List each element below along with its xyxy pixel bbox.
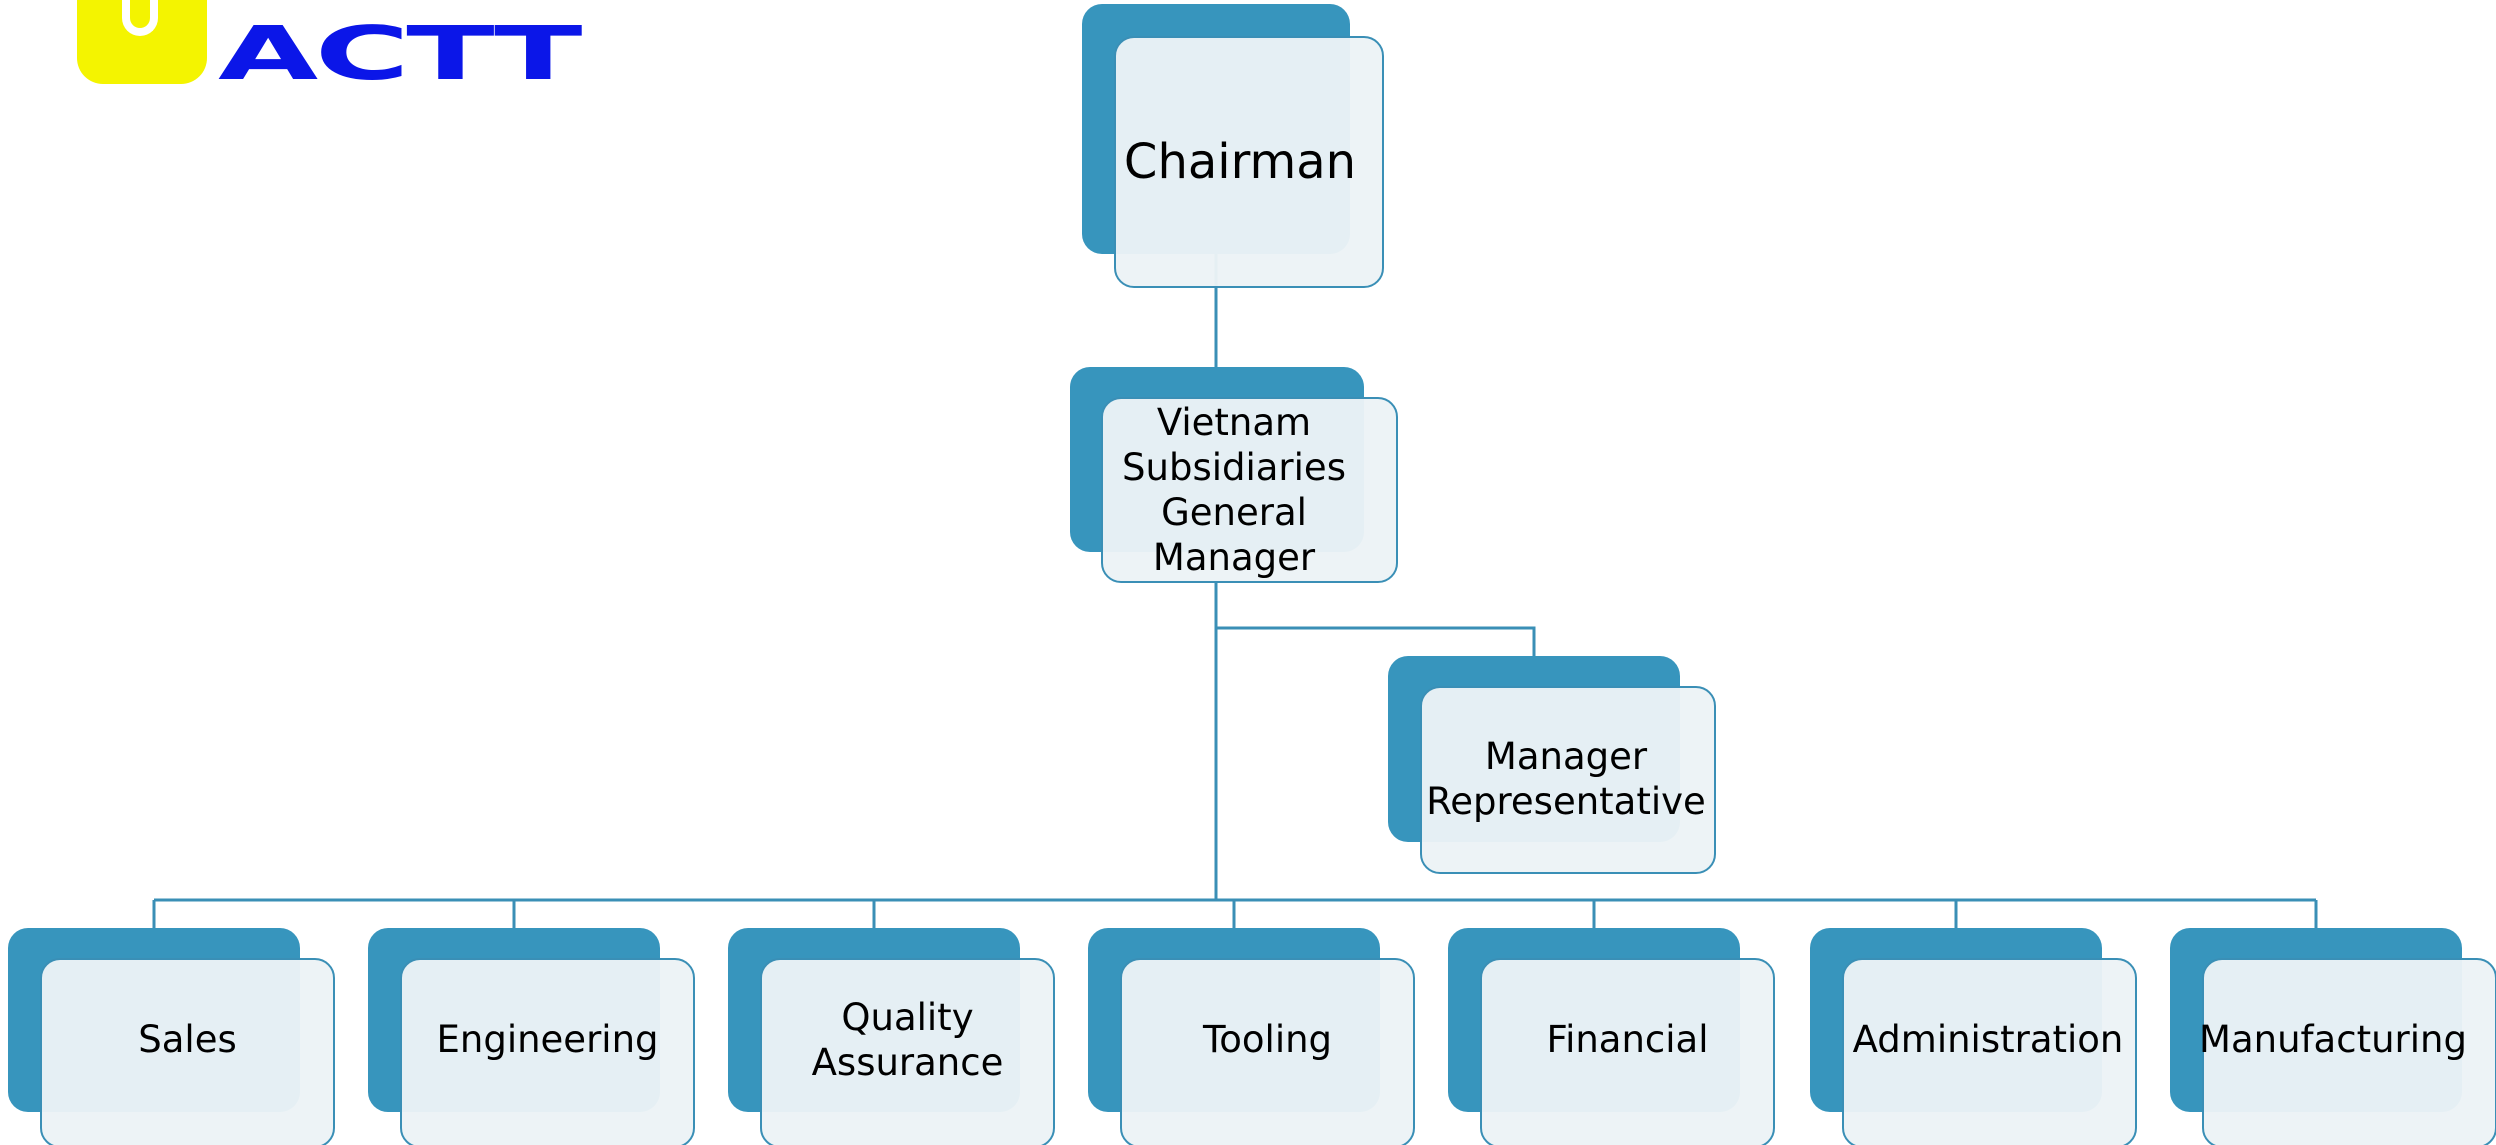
logo-mark-icon	[77, 0, 207, 84]
connector-gm-representative	[1216, 626, 1536, 656]
general-manager-label: Vietnam Subsidiaries General Manager	[1122, 400, 1346, 580]
actt-logo: ACTT	[70, 0, 582, 91]
manager-representative-label: Manager Representative	[1426, 734, 1706, 823]
department-tooling-label: Tooling	[1202, 1018, 1333, 1062]
department-quality-assurance-label: Quality Assurance	[811, 995, 1004, 1084]
department-administration-label: Administration	[1852, 1018, 2124, 1062]
department-manufacturing-label: Manufacturing	[2199, 1018, 2467, 1062]
department-sales-label: Sales	[138, 1018, 237, 1062]
department-financial-label: Financial	[1546, 1018, 1709, 1062]
logo-text: ACTT	[218, 11, 582, 97]
chairman-label: Chairman	[1123, 133, 1357, 190]
department-engineering-label: Engineering	[436, 1018, 659, 1062]
